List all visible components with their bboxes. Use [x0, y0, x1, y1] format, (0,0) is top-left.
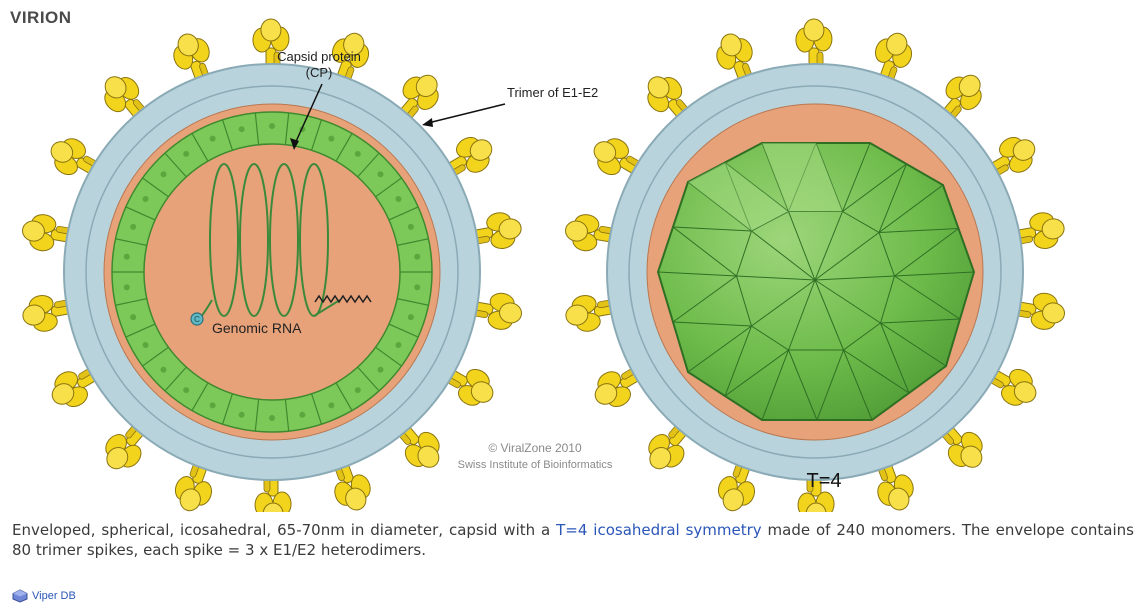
trimer-arrow-head — [422, 118, 433, 127]
capsid-protein-dot — [355, 387, 361, 393]
copyright-line1: © ViralZone 2010 — [488, 441, 582, 455]
capsid-protein-dot — [130, 314, 136, 320]
capsid-protein-label: Capsid protein — [277, 49, 361, 64]
viper-db-link[interactable]: Viper DB — [12, 589, 76, 603]
description-text-start: Enveloped, spherical, icosahedral, 65-70… — [12, 521, 556, 539]
capsid-protein-dot — [408, 314, 414, 320]
capsid-protein-dot — [239, 126, 245, 132]
copyright-line2: Swiss Institute of Bioinformatics — [458, 459, 613, 471]
capsid-protein-dot — [395, 196, 401, 202]
capsid-protein-dot — [377, 367, 383, 373]
viperdb-logo-icon — [12, 589, 28, 603]
capsid-protein-dot — [124, 284, 130, 290]
capsid-protein-dot — [183, 151, 189, 157]
capsid-protein-dot — [161, 367, 167, 373]
capsid-protein-dot — [183, 387, 189, 393]
capsid-protein-dot — [269, 415, 275, 421]
capsid-protein-dot — [328, 402, 334, 408]
trimer-arrow — [428, 104, 505, 123]
capsid-protein-dot — [124, 254, 130, 260]
capsid-protein-dot — [299, 412, 305, 418]
virion-cross-section: C Genomic RNA Capsid protein (CP) Trimer… — [20, 19, 599, 512]
genomic-rna-label: Genomic RNA — [212, 320, 302, 336]
capsid-protein-dot — [143, 196, 149, 202]
capsid-protein-dot — [239, 412, 245, 418]
capsid-protein-dot — [328, 136, 334, 142]
virion-figure: C Genomic RNA Capsid protein (CP) Trimer… — [0, 0, 1140, 512]
capsid-protein-dot — [355, 151, 361, 157]
c-marker-label: C — [194, 315, 200, 324]
capsid-protein-dot — [395, 342, 401, 348]
capsid-protein-abbrev: (CP) — [306, 65, 333, 80]
capsid-protein-dot — [414, 284, 420, 290]
virion-surface-view: T=4 — [563, 19, 1068, 512]
trimer-label: Trimer of E1-E2 — [507, 85, 598, 100]
capsid-protein-dot — [130, 224, 136, 230]
capsid-protein-dot — [414, 254, 420, 260]
capsid-protein-dot — [161, 171, 167, 177]
virion-description: Enveloped, spherical, icosahedral, 65-70… — [12, 521, 1134, 560]
viper-db-label[interactable]: Viper DB — [32, 590, 76, 602]
t4-symmetry-link[interactable]: T=4 icosahedral symmetry — [556, 521, 762, 539]
capsid-protein-dot — [377, 171, 383, 177]
capsid-protein-dot — [210, 402, 216, 408]
t-number-label: T=4 — [806, 470, 841, 492]
capsid-protein-dot — [408, 224, 414, 230]
capsid-protein-dot — [143, 342, 149, 348]
capsid-protein-dot — [269, 123, 275, 129]
capsid-protein-dot — [210, 136, 216, 142]
